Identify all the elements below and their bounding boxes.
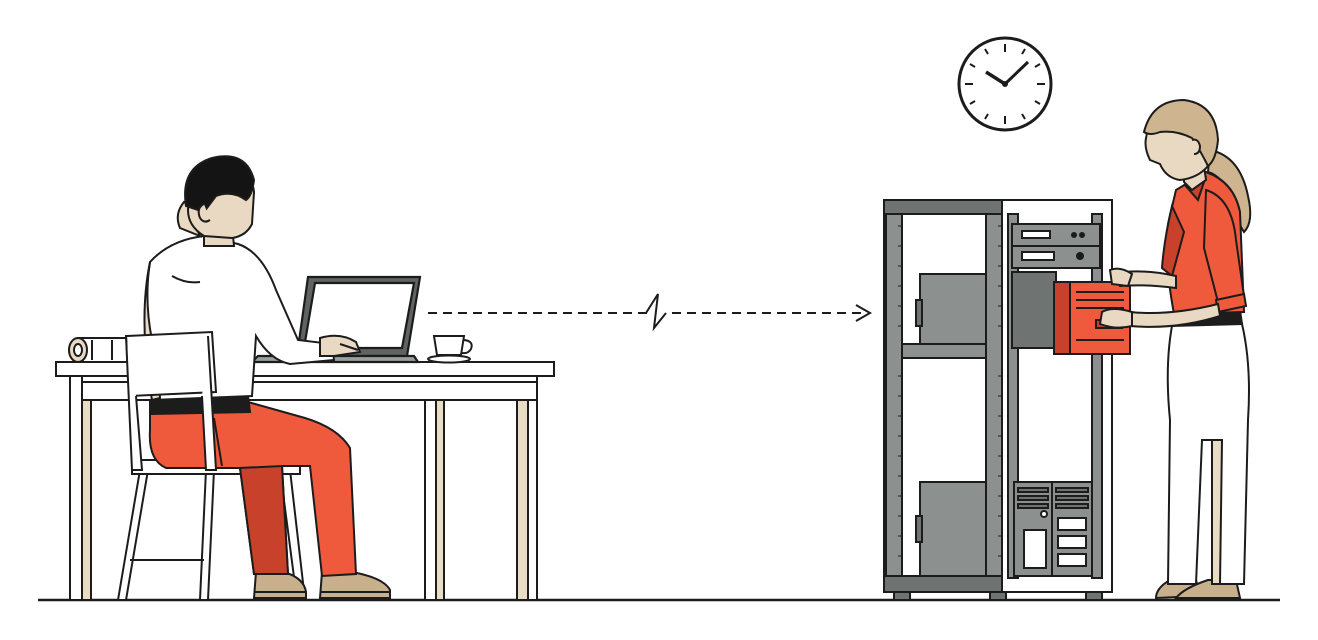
man-at-desk [143,155,391,599]
woman-trousers [1166,315,1250,585]
clock-hour-hand [985,70,1006,86]
rack-post-ticks [898,225,1002,557]
woman-hand [1098,308,1133,329]
man-hair [184,155,256,214]
clock-minute-hand [1003,60,1030,86]
woman-hand [1108,267,1134,288]
rack-unit-box [919,273,987,345]
coffee-cup [427,335,473,364]
technician-woman [1098,98,1252,600]
server-rack [883,199,1113,601]
rack-unit-box [919,481,987,577]
remote-connection-arrow [428,293,873,332]
wall-clock [957,36,1053,132]
man-hand [319,334,362,357]
desk-chair-back [124,330,218,471]
